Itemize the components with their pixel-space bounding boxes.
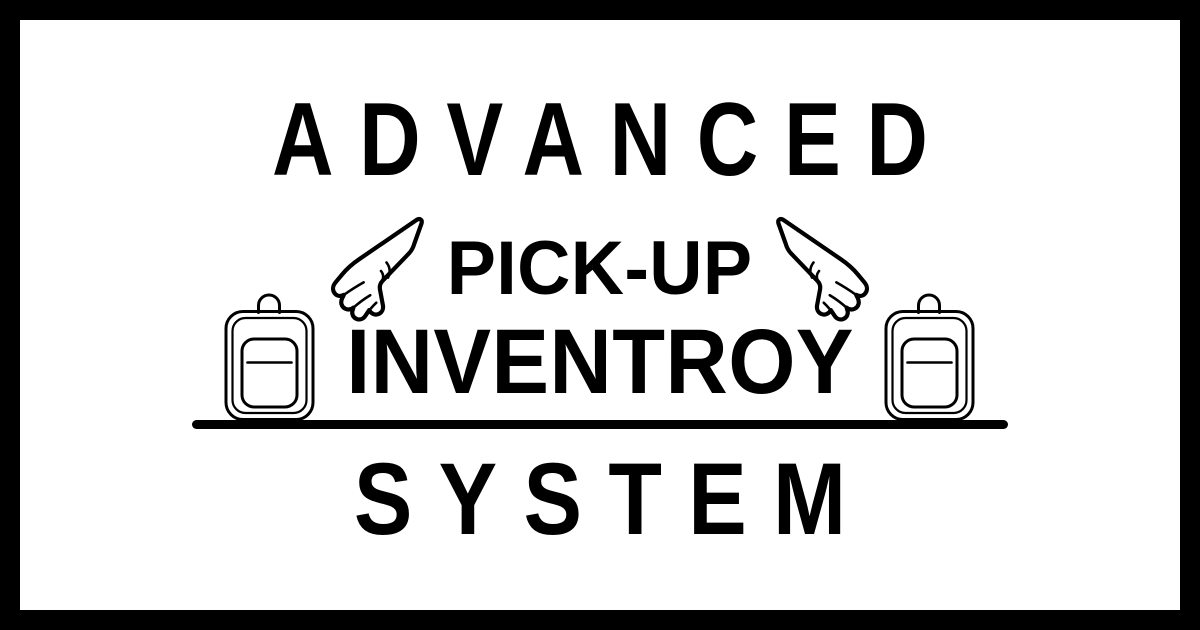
- pickup-row: PICK-UP: [20, 213, 1180, 325]
- backpack-icon: [220, 292, 320, 424]
- pointing-hand-down-right-icon: [770, 215, 874, 323]
- backpack-icon: [880, 292, 980, 424]
- title-word-inventroy: INVENTROY: [346, 311, 854, 413]
- horizontal-rule: [192, 420, 1008, 429]
- title-word-system: SYSTEM: [353, 442, 873, 556]
- pointing-hand-down-left-icon: [326, 215, 430, 323]
- title-word-pickup: PICK-UP: [447, 226, 753, 311]
- inventory-row: INVENTROY: [20, 292, 1180, 424]
- poster-canvas: ADVANCED: [20, 20, 1180, 610]
- title-word-advanced: ADVANCED: [271, 82, 954, 198]
